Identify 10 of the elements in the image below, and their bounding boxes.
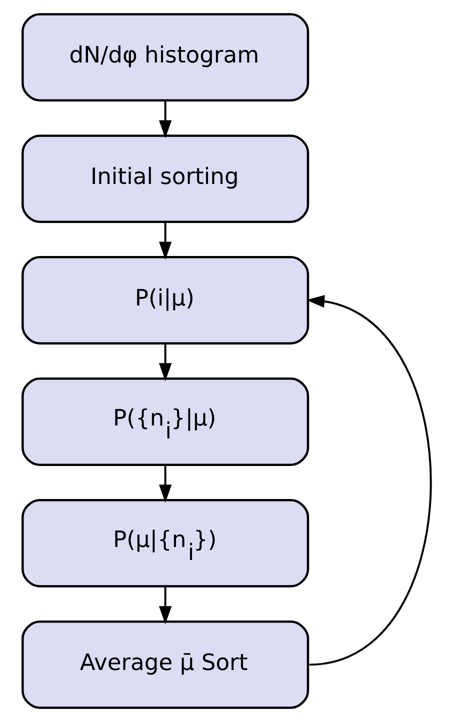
- arrow: [158, 586, 172, 624]
- arrow: [158, 100, 172, 138]
- arrow: [306, 294, 432, 666]
- arrow: [158, 222, 172, 260]
- node-box: Average μ̄ Sort: [22, 620, 310, 709]
- arrow: [158, 344, 172, 382]
- arrow: [158, 465, 172, 503]
- node-box: P(i|μ): [22, 256, 310, 344]
- node-box: Initial sorting: [22, 134, 310, 223]
- node-box: dN/dφ histogram: [22, 13, 310, 102]
